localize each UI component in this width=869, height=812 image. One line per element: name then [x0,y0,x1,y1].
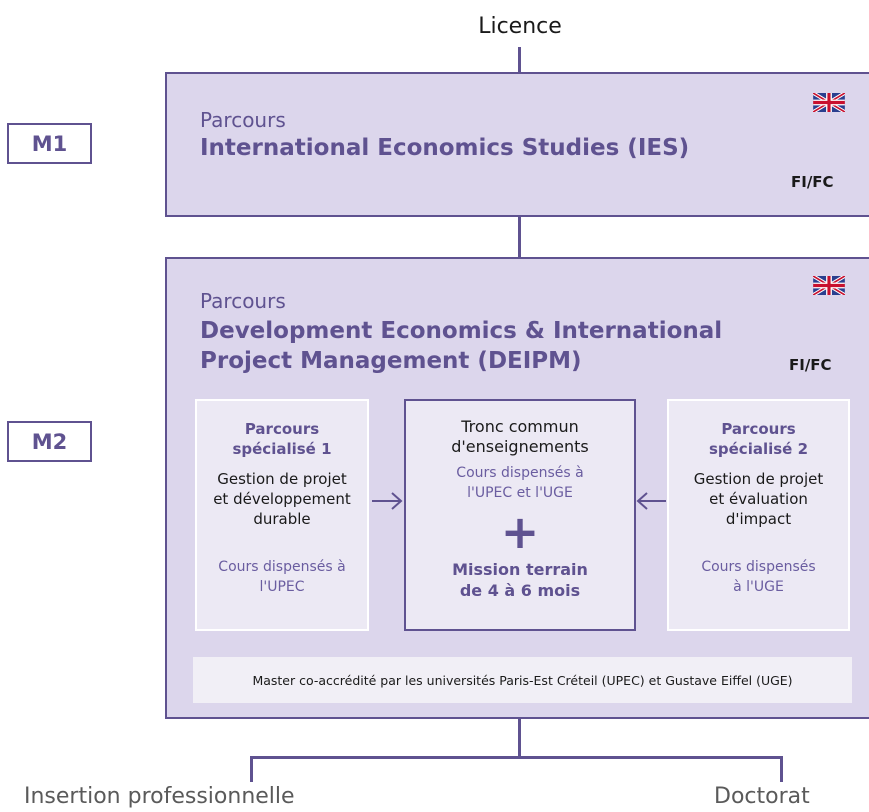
licence-label: Licence [478,14,562,39]
uk-flag-icon [813,93,845,112]
card2-body-line1: Gestion de projet [693,470,824,488]
parcours-specialise-2-card: Parcours spécialisé 2 Gestion de projet … [667,399,850,631]
m2-parcours-title-line2: Project Management (DEIPM) [200,348,582,374]
center-body-line1: Tronc commun [461,417,579,436]
m1-parcours-kicker: Parcours [200,108,286,132]
level-m1-badge: M1 [7,123,92,164]
card2-body-line3: d'impact [725,510,792,528]
connector-m2-outcomes [518,719,521,758]
connector-outcomes-bar [250,756,783,759]
card2-note-line2: à l'UGE [733,579,784,595]
connector-insertion [250,756,253,782]
card1-body-line3: durable [253,510,311,528]
card2-body-line2: et évaluation [709,490,808,508]
plus-sign: + [500,505,540,559]
m2-mode-label: FI/FC [789,356,832,374]
co-accreditation-note: Master co-accrédité par les universités … [193,657,852,703]
parcours-specialise-1-card: Parcours spécialisé 1 Gestion de projet … [195,399,369,631]
card1-heading-line1: Parcours [244,420,320,438]
outcome-insertion-professionnelle: Insertion professionnelle [24,784,295,809]
mission-line2: de 4 à 6 mois [459,581,581,600]
card2-heading-line2: spécialisé 2 [708,440,809,458]
m1-mode-label: FI/FC [791,173,834,191]
card1-note-line2: l'UPEC [259,579,305,595]
card2-note-line1: Cours dispensés [701,559,816,575]
tronc-commun-card: Tronc commun d'enseignements Cours dispe… [404,399,636,631]
center-note-line2: l'UPEC et l'UGE [467,485,573,501]
connector-licence-m1 [518,47,521,72]
card2-heading-line1: Parcours [721,420,796,438]
m2-parcours-kicker: Parcours [200,289,286,313]
connector-doctorat [780,756,783,782]
outcome-doctorat: Doctorat [714,784,810,809]
arrow-right-icon [372,492,403,510]
m2-parcours-title-line1: Development Economics & International [200,318,723,344]
connector-m1-m2 [518,217,521,258]
center-body-line2: d'enseignements [451,437,589,456]
center-note-line1: Cours dispensés à [456,465,584,481]
card1-note-line1: Cours dispensés à [218,559,346,575]
m1-parcours-panel: Parcours International Economics Studies… [165,72,869,217]
m2-parcours-panel: Parcours Development Economics & Interna… [165,257,869,719]
card1-heading-line2: spécialisé 1 [232,440,332,458]
mission-line1: Mission terrain [452,560,588,579]
m1-parcours-title: International Economics Studies (IES) [200,135,690,161]
level-m2-badge: M2 [7,421,92,462]
card1-body-line1: Gestion de projet [217,470,347,488]
uk-flag-icon [813,276,845,295]
card1-body-line2: et développement [213,490,351,508]
arrow-left-icon [636,492,666,510]
